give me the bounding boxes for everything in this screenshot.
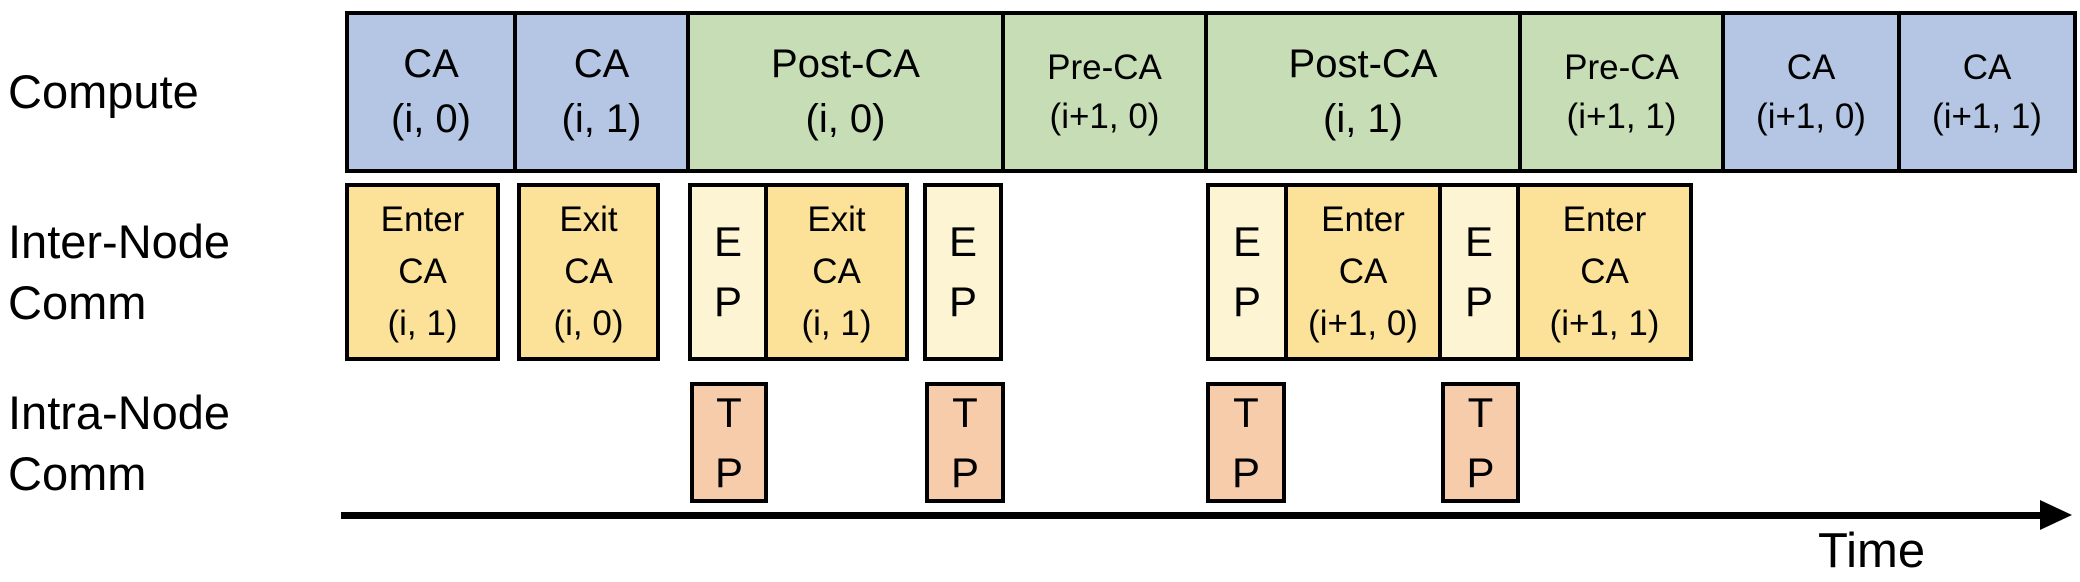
inter-box-exit-ca-i-1: Exit CA (i, 1)	[764, 183, 909, 361]
time-axis-arrowhead-icon	[2040, 500, 2072, 530]
box-line: (i+1, 1)	[1549, 304, 1660, 343]
compute-box-ca-i1-1: CA (i+1, 1)	[1897, 11, 2077, 173]
inter-box-enter-ca-i1-1: Enter CA (i+1, 1)	[1516, 183, 1693, 361]
box-line: E	[713, 218, 742, 265]
inter-box-enter-ca-i1-0: Enter CA (i+1, 0)	[1284, 183, 1442, 361]
box-line: CA	[1786, 48, 1836, 87]
intra-box-tp-3: T P	[1206, 382, 1286, 503]
intra-node-comm-row-label: Intra-Node Comm	[8, 380, 230, 506]
box-line: T	[1467, 388, 1494, 436]
box-line: CA	[564, 252, 613, 291]
time-axis-label: Time	[1818, 524, 1926, 578]
box-line: (i, 1)	[801, 304, 872, 343]
box-line: P	[713, 278, 742, 325]
box-line: CA	[1580, 252, 1629, 291]
box-line: CA	[403, 42, 459, 86]
box-line: P	[1232, 278, 1261, 325]
inter-box-enter-ca-i-1: Enter CA (i, 1)	[345, 183, 500, 361]
inter-box-ep-1: E P	[688, 183, 768, 361]
box-line: (i+1, 1)	[1566, 97, 1677, 136]
box-line: Pre-CA	[1564, 48, 1679, 87]
box-line: Post-CA	[771, 42, 920, 86]
box-line: (i, 1)	[387, 304, 458, 343]
compute-row-label-text: Compute	[8, 65, 199, 118]
compute-box-post-ca-i-1: Post-CA (i, 1)	[1204, 11, 1522, 173]
inter-box-ep-2: E P	[923, 183, 1003, 361]
box-line: E	[1464, 218, 1493, 265]
box-line: (i, 1)	[561, 97, 642, 141]
box-line: CA	[1962, 48, 2012, 87]
box-line: Enter	[1562, 200, 1647, 239]
box-line: (i, 1)	[1323, 97, 1403, 141]
box-line: T	[716, 388, 742, 436]
box-line: Enter	[1321, 200, 1405, 239]
compute-box-ca-i1-0: CA (i+1, 0)	[1721, 11, 1901, 173]
intra-box-tp-2: T P	[925, 382, 1005, 503]
box-line: Pre-CA	[1047, 48, 1162, 87]
box-line: Post-CA	[1288, 42, 1438, 86]
box-line: CA	[1338, 252, 1388, 291]
box-line: E	[1232, 218, 1261, 265]
box-line: P	[950, 448, 979, 496]
compute-box-pre-ca-i1-0: Pre-CA (i+1, 0)	[1001, 11, 1208, 173]
box-line: T	[1233, 388, 1259, 436]
box-line: Enter	[380, 200, 465, 239]
box-line: (i, 0)	[805, 97, 886, 141]
inter-box-exit-ca-i-0: Exit CA (i, 0)	[517, 183, 660, 361]
inter-box-ep-4: E P	[1438, 183, 1520, 361]
box-line: P	[1231, 448, 1260, 496]
box-line: T	[952, 388, 978, 436]
box-line: P	[1466, 448, 1495, 496]
box-line: Exit	[559, 200, 618, 239]
box-line: (i+1, 0)	[1308, 304, 1418, 343]
compute-box-post-ca-i-0: Post-CA (i, 0)	[686, 11, 1005, 173]
compute-row-label: Compute	[8, 11, 199, 172]
intra-node-label-line1: Intra-Node	[8, 386, 231, 439]
intra-box-tp-4: T P	[1441, 382, 1520, 503]
inter-node-label-line1: Inter-Node	[8, 215, 231, 268]
box-line: Exit	[807, 200, 866, 239]
box-line: P	[714, 448, 743, 496]
box-line: (i+1, 1)	[1932, 97, 2042, 136]
inter-box-ep-3: E P	[1206, 183, 1288, 361]
box-line: CA	[398, 252, 447, 291]
time-axis-line	[341, 512, 2047, 519]
box-line: (i, 0)	[391, 97, 471, 141]
intra-box-tp-1: T P	[690, 382, 768, 503]
box-line: CA	[812, 252, 861, 291]
box-line: E	[948, 218, 977, 265]
compute-box-ca-i-0: CA (i, 0)	[345, 11, 517, 173]
box-line: P	[1464, 278, 1493, 325]
box-line: P	[948, 278, 977, 325]
inter-node-label-line2: Comm	[8, 276, 147, 329]
inter-node-comm-row-label: Inter-Node Comm	[8, 183, 230, 361]
intra-node-label-line2: Comm	[8, 447, 147, 500]
compute-box-pre-ca-i1-1: Pre-CA (i+1, 1)	[1518, 11, 1725, 173]
compute-box-ca-i-1: CA (i, 1)	[513, 11, 690, 173]
box-line: (i+1, 0)	[1049, 97, 1160, 136]
box-line: CA	[573, 42, 630, 86]
box-line: (i, 0)	[553, 304, 624, 343]
box-line: (i+1, 0)	[1756, 97, 1866, 136]
